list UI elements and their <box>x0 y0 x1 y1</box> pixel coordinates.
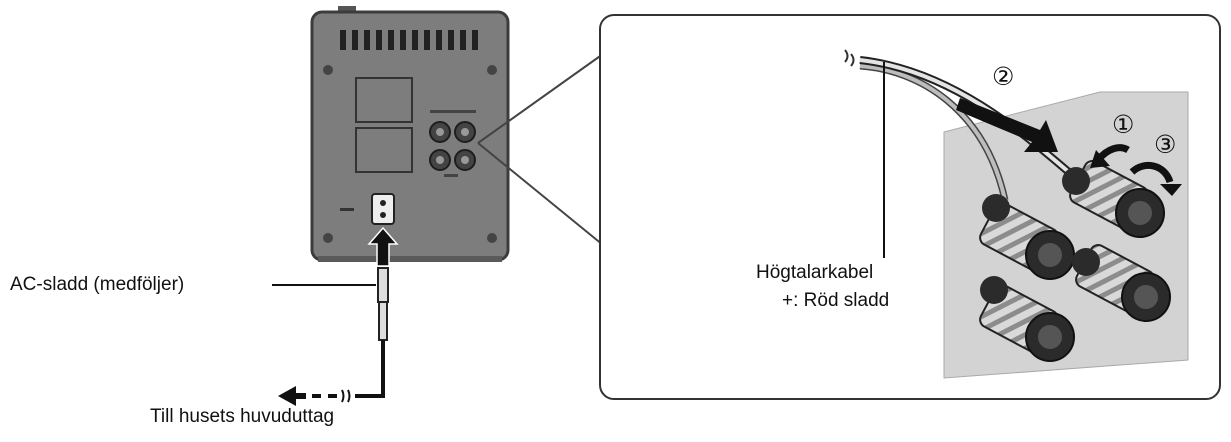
speaker-cable-label: Högtalarkabel <box>756 262 874 283</box>
step-3-marker: ③ <box>1154 130 1177 159</box>
screw-icon <box>323 233 333 243</box>
screw-icon <box>487 65 497 75</box>
polarity-label: +: Röd sladd <box>782 290 890 311</box>
rotate-cw-arrow-icon <box>1129 161 1174 184</box>
screw-icon <box>487 233 497 243</box>
stereo-unit-rear <box>310 6 510 262</box>
zoom-callout-lines <box>477 53 604 246</box>
arrow-up-icon <box>367 226 399 267</box>
step-2-marker: ② <box>992 62 1015 91</box>
terminal-upper-left <box>979 194 1075 280</box>
insert-arrow-icon <box>956 98 1058 152</box>
ac-inlet <box>371 193 395 225</box>
speaker-terminal-panel <box>844 49 1189 379</box>
vent-grille <box>340 30 478 50</box>
rear-panel-upper <box>355 77 413 123</box>
terminal-lower-right <box>1072 244 1171 322</box>
unit-speaker-terminals <box>429 110 476 177</box>
ac-cord-label: AC-sladd (medföljer) <box>10 274 185 295</box>
step-1-marker: ① <box>1112 110 1135 139</box>
arrow-left-icon <box>278 386 296 406</box>
rear-panel-lower <box>355 127 413 173</box>
mains-outlet-label: Till husets huvuduttag <box>150 406 335 427</box>
screw-icon <box>323 65 333 75</box>
terminal-lower-left <box>979 276 1075 362</box>
ac-cord <box>272 226 399 406</box>
terminal-upper-right <box>1062 160 1165 238</box>
